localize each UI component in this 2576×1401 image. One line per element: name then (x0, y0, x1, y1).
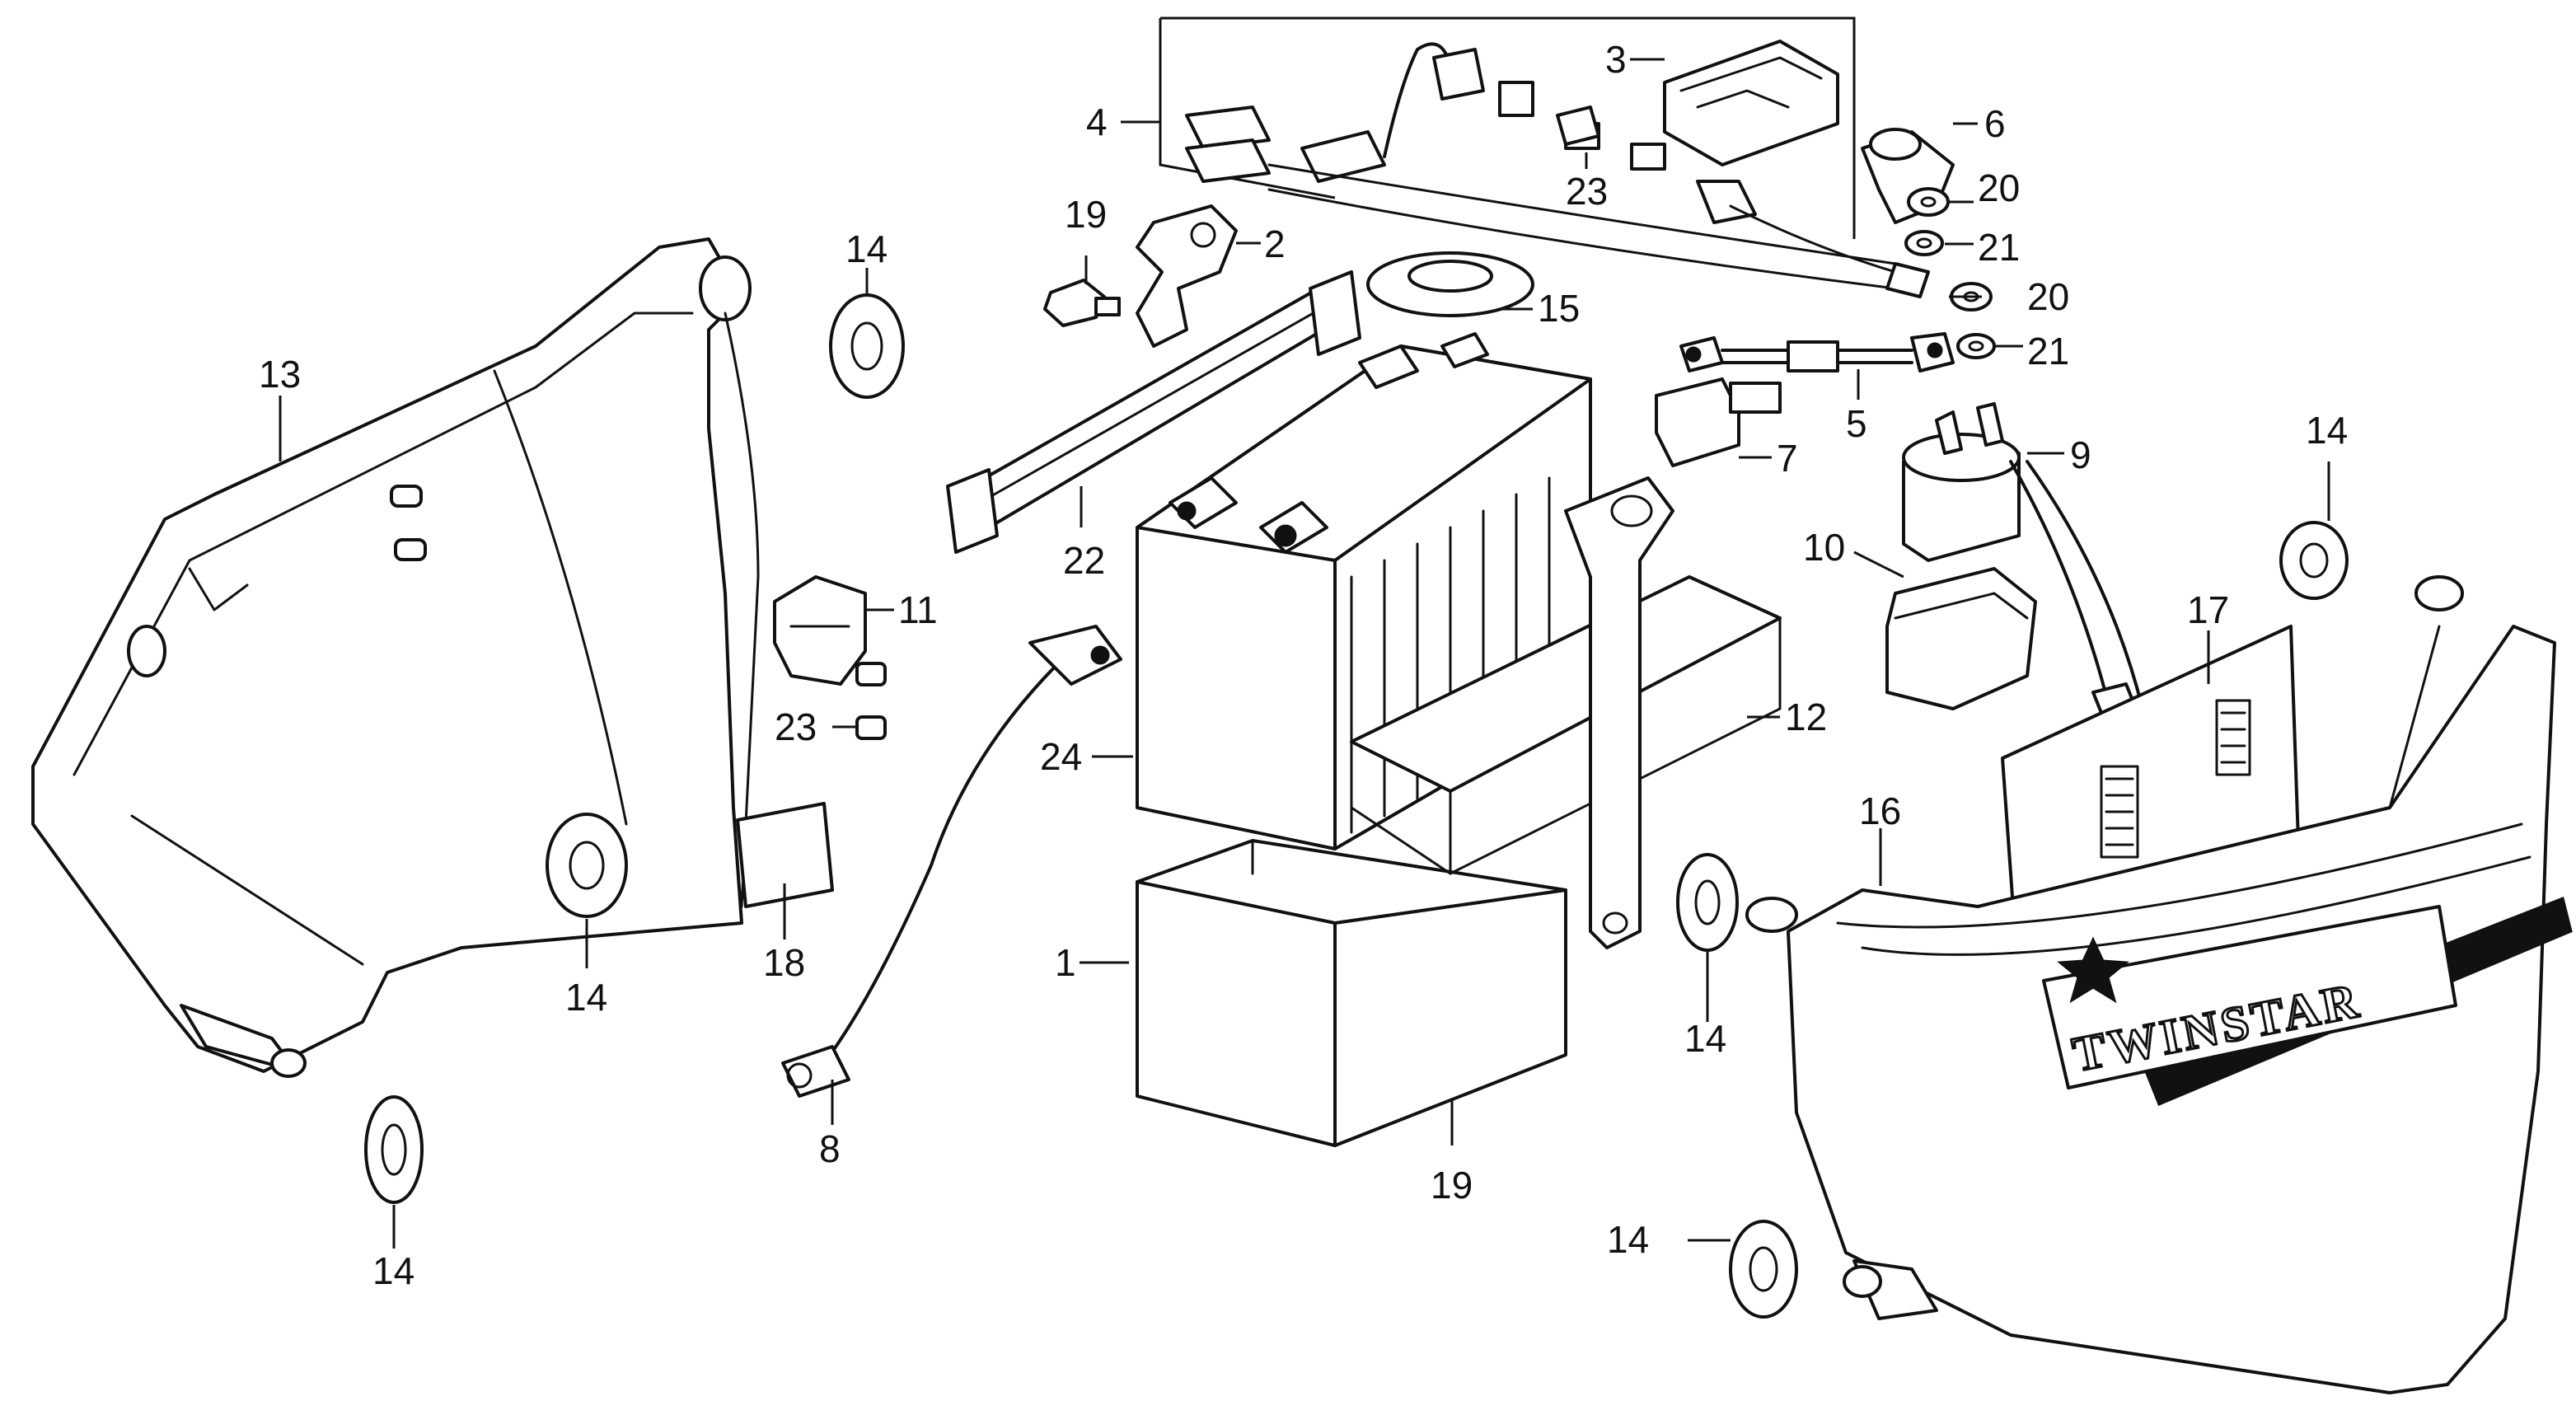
clamp-bracket (1136, 204, 1238, 348)
battery-holder-cap (1366, 251, 1534, 317)
callout-2: 2 (1264, 223, 1286, 265)
nut-upper (1907, 187, 1950, 217)
leader-lines (279, 58, 2330, 1249)
callout-19a: 19 (1065, 193, 1107, 236)
washer-lower (1956, 333, 1996, 359)
relay-block (1655, 377, 1782, 467)
callout-3: 3 (1605, 38, 1627, 81)
fuse-holder (1556, 105, 1600, 146)
grommet-middle-left (546, 813, 628, 918)
battery (1136, 332, 1592, 850)
fuse-box-cover (1663, 40, 1839, 166)
callout-4: 4 (1086, 101, 1108, 143)
callout-14e: 14 (1607, 1218, 1649, 1261)
callout-21a: 21 (1978, 226, 2020, 269)
callout-13: 13 (259, 353, 301, 396)
callout-1: 1 (1055, 941, 1076, 984)
callout-19b: 19 (1431, 1164, 1473, 1207)
callout-14d: 14 (1684, 1017, 1726, 1060)
callout-14a: 14 (845, 227, 888, 270)
washer-upper (1904, 230, 1944, 256)
callout-14f: 14 (2306, 409, 2348, 452)
callouts: 1 2 3 4 5 6 7 8 9 10 11 12 13 14 14 14 1… (259, 38, 2348, 1292)
battery-case (1136, 839, 1567, 1147)
callout-18: 18 (763, 941, 805, 984)
grommet-upper-right (2279, 521, 2349, 600)
battery-band (946, 270, 1361, 554)
negative-cable (781, 625, 1122, 1098)
grommet-center-right (1676, 853, 1739, 952)
grommet-upper-left (829, 293, 905, 399)
callout-8: 8 (819, 1127, 841, 1170)
grommet-lower-left (364, 1095, 424, 1204)
callout-22: 22 (1063, 539, 1105, 582)
left-side-cover (31, 237, 760, 1078)
mount-stay (1564, 476, 1674, 949)
callout-21b: 21 (2027, 330, 2069, 373)
callout-7: 7 (1777, 437, 1798, 480)
callout-9: 9 (2070, 433, 2091, 476)
callout-12: 12 (1785, 696, 1827, 738)
wire-harness-box (1159, 16, 1930, 298)
callout-10: 10 (1803, 526, 1845, 569)
callout-14b: 14 (565, 976, 607, 1019)
callout-17: 17 (2187, 588, 2229, 631)
bolt-upper (1043, 279, 1121, 327)
callout-11: 11 (898, 588, 938, 631)
caution-label (736, 802, 834, 908)
callout-20b: 20 (2027, 275, 2069, 318)
callout-15: 15 (1538, 287, 1580, 330)
callout-5: 5 (1846, 402, 1867, 445)
callout-23b: 23 (775, 705, 817, 748)
solenoid-rubber-mount (1885, 567, 2037, 710)
grommet-lower-right (1729, 1220, 1798, 1319)
callout-16: 16 (1859, 790, 1901, 832)
callout-23a: 23 (1566, 170, 1608, 213)
fuse-cap-small (855, 662, 887, 740)
positive-cable (1679, 332, 1955, 373)
callout-20a: 20 (1978, 166, 2020, 209)
callout-24: 24 (1040, 735, 1082, 778)
cable-clip (773, 575, 867, 686)
callout-6: 6 (1984, 102, 2006, 145)
callout-14c: 14 (372, 1249, 415, 1292)
right-side-cover: TWINSTAR (1745, 575, 2573, 1394)
